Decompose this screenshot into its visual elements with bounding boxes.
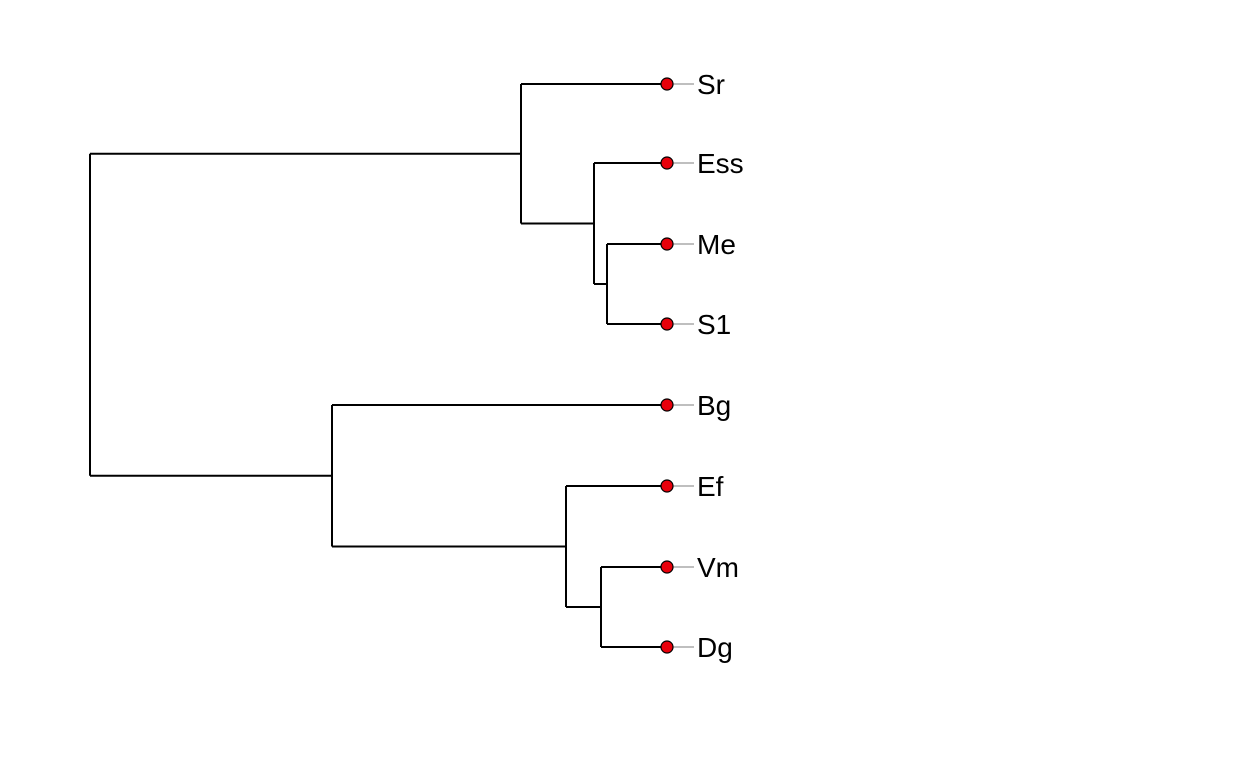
tip-label-vm: Vm [697,552,739,583]
tip-label-bg: Bg [697,390,731,421]
dendrogram-branches [89,83,667,648]
tip-label-dg: Dg [697,632,733,663]
tip-marker-me [660,237,674,251]
tip-marker-dg [660,640,674,654]
tip-marker-bg [660,398,674,412]
tip-marker-s1 [660,317,674,331]
tip-label-me: Me [697,229,736,260]
tip-label-ess: Ess [697,148,744,179]
tip-label-sr: Sr [697,69,725,100]
tip-marker-ess [660,156,674,170]
tip-marker-ef [660,479,674,493]
tip-label-ef: Ef [697,471,724,502]
tip-marker-sr [660,77,674,91]
tip-label-s1: S1 [697,309,731,340]
tip-marker-vm [660,560,674,574]
